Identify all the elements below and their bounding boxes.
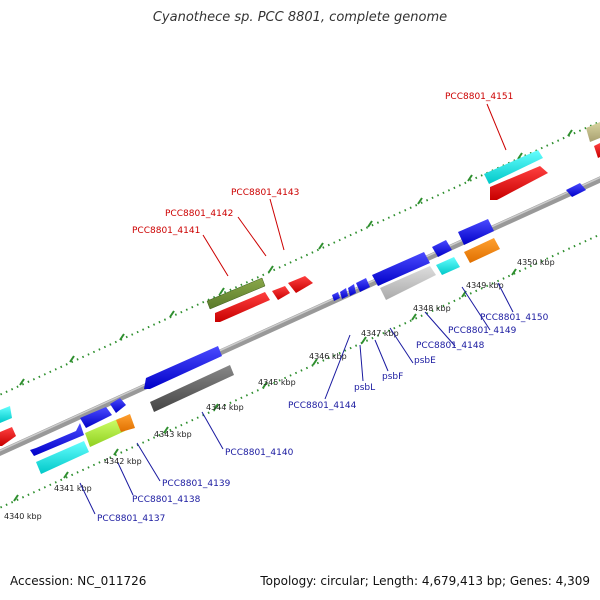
gene-4137b-feature[interactable]: [30, 423, 84, 456]
gene-labels: PCC8801_4151 PCC8801_4143 PCC8801_4142 P…: [97, 92, 549, 524]
gene-label[interactable]: psbF: [382, 372, 403, 382]
gene-4143-feature[interactable]: [288, 276, 313, 293]
tick-label: 4345 kbp: [258, 378, 296, 387]
gene-left-cyan-upper[interactable]: [0, 406, 12, 423]
gene-psb-small-1[interactable]: [332, 292, 340, 301]
gene-label[interactable]: PCC8801_4138: [132, 495, 201, 505]
gene-4148b-feature[interactable]: [380, 266, 436, 300]
gene-4138b-feature[interactable]: [80, 407, 112, 428]
gene-4151-feature[interactable]: [484, 150, 543, 184]
gene-4150-feature[interactable]: [458, 219, 494, 245]
gene-label[interactable]: PCC8801_4144: [288, 401, 357, 411]
tick-label: 4343 kbp: [154, 430, 192, 439]
gene-label[interactable]: PCC8801_4139: [162, 479, 231, 489]
gene-label[interactable]: psbE: [414, 356, 436, 366]
gene-label[interactable]: PCC8801_4149: [448, 326, 517, 336]
gene-4140b-feature[interactable]: [144, 346, 222, 389]
tick-label: 4348 kbp: [413, 304, 451, 313]
gene-4148c-feature[interactable]: [432, 240, 452, 257]
gene-label[interactable]: PCC8801_4140: [225, 448, 294, 458]
gene-label[interactable]: PCC8801_4137: [97, 514, 165, 524]
genome-backbone: [0, 176, 600, 457]
lower-tick-track: [0, 233, 600, 509]
gene-4137-feature[interactable]: [36, 441, 89, 474]
tick-label: 4347 kbp: [361, 329, 399, 338]
gene-4150b-feature[interactable]: [464, 238, 500, 263]
gene-upper-right-blue[interactable]: [566, 183, 586, 197]
gene-psb-small-3[interactable]: [348, 284, 356, 296]
gene-features: [0, 122, 600, 474]
gene-4140-feature[interactable]: [150, 365, 234, 412]
gene-4148-feature[interactable]: [372, 252, 430, 286]
tick-label: 4341 kbp: [54, 484, 92, 493]
upper-major-ticks: [19, 129, 573, 386]
gene-label[interactable]: PCC8801_4143: [231, 188, 299, 198]
gene-label[interactable]: PCC8801_4151: [445, 92, 513, 102]
gene-4149-feature[interactable]: [436, 257, 460, 275]
gene-left-red-upper[interactable]: [0, 427, 16, 446]
label-leader-lines: [79, 103, 514, 515]
gene-4139b-feature[interactable]: [110, 398, 126, 413]
gene-4141-feature[interactable]: [206, 277, 266, 310]
tick-label: 4346 kbp: [309, 352, 347, 361]
upper-tick-track: [0, 120, 600, 396]
tick-label: 4342 kbp: [104, 457, 142, 466]
gene-4142-feature[interactable]: [272, 286, 290, 300]
tick-label: 4349 kbp: [466, 281, 504, 290]
gene-psb-small-4[interactable]: [356, 278, 370, 292]
gene-4141b-feature[interactable]: [215, 292, 270, 322]
gene-4151b-feature[interactable]: [490, 166, 548, 200]
gene-upper-right-khaki[interactable]: [586, 122, 600, 142]
gene-label[interactable]: PCC8801_4142: [165, 209, 233, 219]
tick-label: 4340 kbp: [4, 512, 42, 521]
genome-backbone-highlight: [0, 176, 600, 452]
map-title: Cyanothece sp. PCC 8801, complete genome: [152, 10, 448, 25]
genome-summary-text: Topology: circular; Length: 4,679,413 bp…: [260, 574, 590, 588]
tick-label: 4350 kbp: [517, 258, 555, 267]
tick-labels: 4340 kbp 4341 kbp 4342 kbp 4343 kbp 4344…: [4, 258, 555, 521]
gene-label[interactable]: PCC8801_4150: [480, 313, 549, 323]
gene-psb-small-2[interactable]: [340, 288, 348, 299]
gene-upper-right-red[interactable]: [594, 143, 600, 158]
gene-4139-feature[interactable]: [116, 414, 135, 432]
gene-4138-feature[interactable]: [85, 418, 125, 447]
accession-text: Accession: NC_011726: [10, 574, 147, 588]
gene-label[interactable]: psbL: [354, 383, 375, 393]
gene-label[interactable]: PCC8801_4148: [416, 341, 485, 351]
tick-label: 4344 kbp: [206, 403, 244, 412]
gene-label[interactable]: PCC8801_4141: [132, 226, 200, 236]
